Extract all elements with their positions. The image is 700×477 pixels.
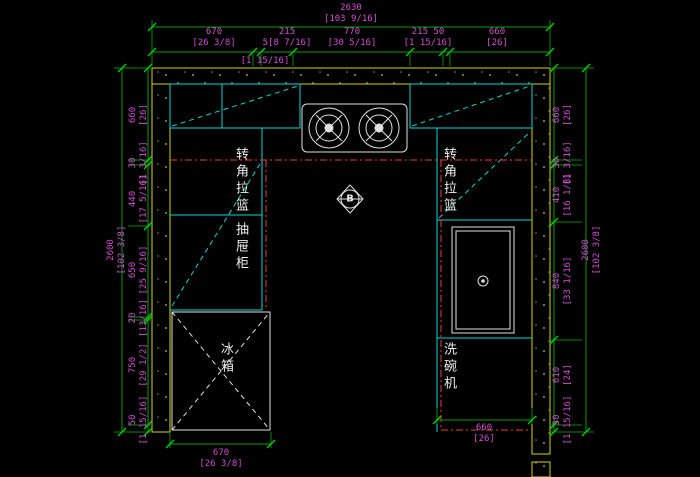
dim-right-610: 610 [24] <box>552 364 574 386</box>
dim-mm: 2600 <box>581 239 591 261</box>
dim-inch: [26 3/8] <box>192 38 236 48</box>
dim-mm: 2630 <box>340 3 362 13</box>
dim-mm: 20 <box>128 312 138 324</box>
dim-inch: [1 15/16] <box>563 395 573 445</box>
dim-inch: [1 15/16] <box>403 38 453 48</box>
fridge-box <box>171 311 271 431</box>
label-fridge: 冰箱 <box>218 342 233 376</box>
dim-right-410: 410 [16 1/8] <box>552 173 574 216</box>
dim-inch: [26 3/8] <box>199 459 243 469</box>
dim-inch: [30 5/16] <box>327 38 377 48</box>
dim-mm: 50 <box>552 414 562 426</box>
dim-inch: [102 3/8] <box>592 225 602 275</box>
dim-top-extra-inch: [1 15/16] <box>241 56 290 67</box>
dim-top-660: 660 [26] <box>486 27 508 49</box>
dim-right-840: 840 [33 1/16] <box>552 257 574 306</box>
dim-mm: 840 <box>552 272 562 290</box>
dim-mm: 660 <box>488 27 506 37</box>
dim-top-total: 2630 [103 9/16] <box>324 3 378 25</box>
dim-left-750: 750 [29 1/2] <box>128 343 150 386</box>
dim-top-670: 670 [26 3/8] <box>192 27 235 49</box>
cooktop <box>301 103 408 153</box>
dim-mm: 650 <box>128 261 138 279</box>
label-dishwasher: 洗碗机 <box>441 342 456 393</box>
dim-inch: [26] <box>139 104 149 126</box>
dim-mm: 215 <box>278 27 296 37</box>
dim-right-total: 2600 [102 3/8] <box>581 226 603 275</box>
dim-left-650: 650 [25 9/16] <box>128 246 150 295</box>
dim-top-215-left: 215 5[8 7/16] <box>263 27 312 49</box>
walls <box>151 67 551 477</box>
dimension-ticks <box>117 22 591 449</box>
dim-bottom-left: 670 [26 3/8] <box>199 448 242 470</box>
dim-right-50: 50 [1 15/16] <box>552 396 574 445</box>
dim-mm: 660 <box>128 106 138 124</box>
dim-inch: [24] <box>563 364 573 386</box>
section-marker <box>336 184 364 214</box>
dim-mm: 670 <box>212 448 230 458</box>
dim-top-770: 770 [30 5/16] <box>328 27 377 49</box>
dim-mm: 750 <box>128 356 138 374</box>
cabinet-lines <box>169 83 533 432</box>
label-corner-pullout-right: 转角拉篮 <box>441 147 456 215</box>
dim-mm: 50 <box>128 414 138 426</box>
dim-bottom-right: 660 [26] <box>473 423 495 445</box>
dim-inch: [102 3/8] <box>117 225 127 275</box>
dim-left-total: 2600 [102 3/8] <box>106 226 128 275</box>
counter-edges <box>170 159 532 431</box>
dim-top-215-right: 215 50 [1 15/16] <box>404 27 453 49</box>
dim-right-660: 660 [26] <box>552 104 574 126</box>
dim-mm: 215 50 <box>411 27 445 37</box>
dim-mm: 440 <box>128 190 138 208</box>
dim-inch: [1 15/16] <box>240 56 290 66</box>
dishwasher-box <box>451 226 515 334</box>
dim-inch: [13/16] <box>139 299 149 337</box>
dim-inch: [33 1/16] <box>563 256 573 306</box>
dim-left-20: 20 [13/16] <box>128 299 150 337</box>
dim-inch: 5[8 7/16] <box>262 38 312 48</box>
fridge-diagonals <box>171 311 271 431</box>
dim-inch: [1 15/16] <box>139 395 149 445</box>
dim-inch: [29 1/2] <box>139 343 149 387</box>
dim-mm: 410 <box>552 186 562 204</box>
dim-inch: [16 1/8] <box>563 173 573 217</box>
dim-mm: 770 <box>343 27 361 37</box>
label-drawer-cabinet: 抽屉柜 <box>233 222 248 273</box>
dim-left-50: 50 [1 15/16] <box>128 396 150 445</box>
extension-lines <box>114 20 594 448</box>
dim-mm: 610 <box>552 366 562 384</box>
dim-mm: 2600 <box>106 239 116 261</box>
dimension-lines <box>121 26 587 445</box>
label-corner-pullout-left: 转角拉篮 <box>233 147 248 215</box>
dim-left-660: 660 [26] <box>128 104 150 126</box>
dim-inch: [26] <box>563 104 573 126</box>
dim-left-440: 440 [17 5/16] <box>128 175 150 224</box>
dim-inch: [103 9/16] <box>323 14 379 24</box>
dim-inch: [26] <box>486 38 508 48</box>
dim-inch: [17 5/16] <box>139 174 149 224</box>
dim-mm: 660 <box>475 423 493 433</box>
section-marker-label: B <box>346 193 354 205</box>
dim-mm: 670 <box>205 27 223 37</box>
dim-mm: 660 <box>552 106 562 124</box>
dim-inch: [26] <box>473 434 495 444</box>
dim-inch: [25 9/16] <box>139 245 149 295</box>
cabinet-diagonals <box>171 85 531 307</box>
